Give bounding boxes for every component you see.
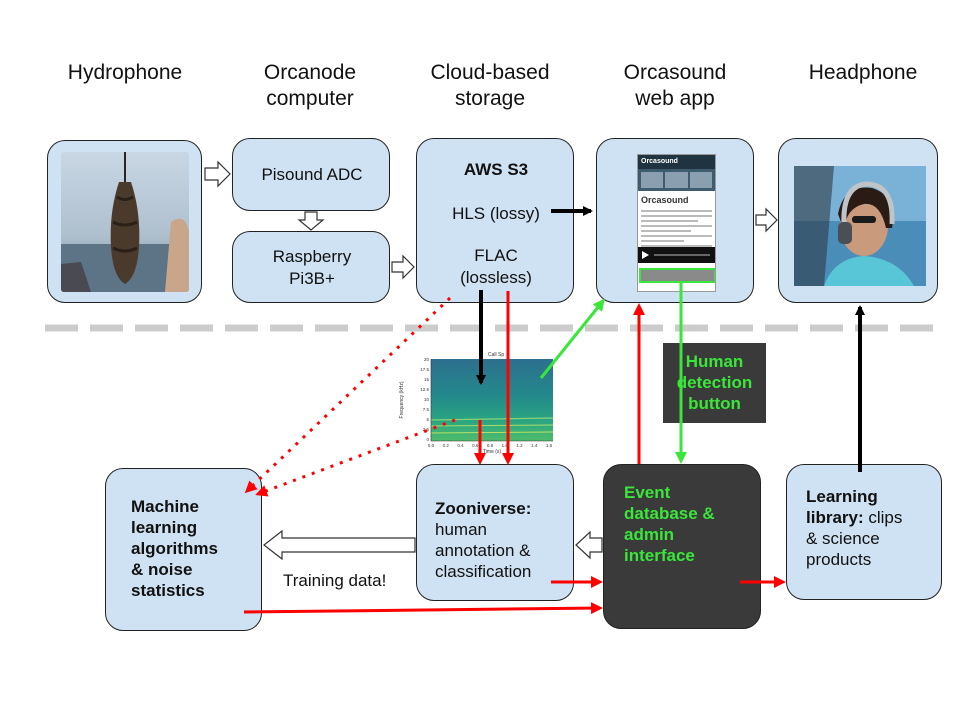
spectrogram-xtick: 0.0: [428, 443, 435, 448]
hollow-arrow-raspberry-to-s3: [391, 254, 415, 280]
spectrogram-plot: Call Sp 20 17.5 15 12.5 10 7.5 5 2.5 0 0.0 0.2 0.4…: [399, 352, 554, 455]
hollow-arrow-webapp-to-headphone: [755, 207, 778, 233]
pisound-label: Pisound ADC: [261, 165, 363, 184]
spectrogram-xlabel: Time (s): [483, 449, 501, 455]
hollow-arrow-zooniverse-to-ml: [263, 529, 416, 561]
spectrogram-ytick: 2.5: [423, 427, 430, 432]
app-heading: Orcasound: [641, 195, 689, 205]
spectrogram-ytick: 20: [424, 357, 430, 362]
spectrogram-ytick: 17.5: [420, 367, 429, 372]
spectrogram-ytick: 12.5: [420, 387, 429, 392]
spectrogram-xtick: 1.4: [531, 443, 538, 448]
aws-s3-box: AWS S3 HLS (lossy) FLAC(lossless): [416, 138, 574, 303]
spectrogram-ytick: 5: [426, 417, 429, 422]
arrow-ml-to-event: [243, 602, 603, 615]
learning-library-box: Learning library: clips & science produc…: [786, 464, 942, 600]
headphone-photo: [794, 166, 926, 286]
training-data-label: Training data!: [283, 571, 387, 590]
hls-label: HLS (lossy): [452, 204, 540, 223]
app-banner: [638, 169, 715, 191]
spectrogram-xtick: 0.2: [443, 443, 450, 448]
spectrogram-title: Call Sp: [488, 352, 504, 358]
spectrogram-ylabel: Frequency (kHz): [399, 381, 405, 418]
hollow-arrow-hydrophone-to-pisound: [204, 160, 231, 188]
spectrogram-ytick: 0: [426, 437, 429, 442]
play-icon[interactable]: [642, 251, 649, 259]
header-hydrophone: Hydrophone: [67, 61, 183, 84]
hollow-arrow-event-to-zooniverse: [575, 530, 603, 560]
spectrogram-xtick: 1.6: [546, 443, 553, 448]
header-headphone: Headphone: [808, 61, 918, 84]
spectrogram-xtick: 1.2: [516, 443, 523, 448]
flac-label: FLAC(lossless): [460, 246, 532, 287]
spectrogram-ytick: 10: [424, 397, 430, 402]
hollow-arrow-pisound-to-raspberry: [297, 211, 325, 231]
headphone-box: [778, 138, 938, 303]
spectrogram-xtick: 0.6: [472, 443, 479, 448]
spectrogram-xtick: 0.8: [487, 443, 494, 448]
aws-s3-title: AWS S3: [463, 160, 529, 179]
app-screenshot: Orcasound Orcasound: [637, 154, 716, 292]
learning-library-label: Learning library: clips & science produc…: [806, 487, 903, 569]
app-navbar: Orcasound: [638, 155, 715, 169]
hydrophone-photo: [61, 152, 189, 292]
app-detect-button[interactable]: [639, 268, 715, 283]
app-player-bar[interactable]: [638, 247, 715, 263]
spectrogram-ytick: 15: [424, 377, 430, 382]
orcasound-webapp-box: Orcasound Orcasound: [596, 138, 754, 303]
app-body-lines: [638, 210, 715, 247]
spectrogram-ytick: 7.5: [423, 407, 430, 412]
pisound-adc-box: Pisound ADC: [232, 138, 390, 211]
hydrophone-box: [47, 140, 202, 303]
spectrogram-xtick: 1.0: [502, 443, 509, 448]
spectrogram-xtick: 0.4: [457, 443, 464, 448]
